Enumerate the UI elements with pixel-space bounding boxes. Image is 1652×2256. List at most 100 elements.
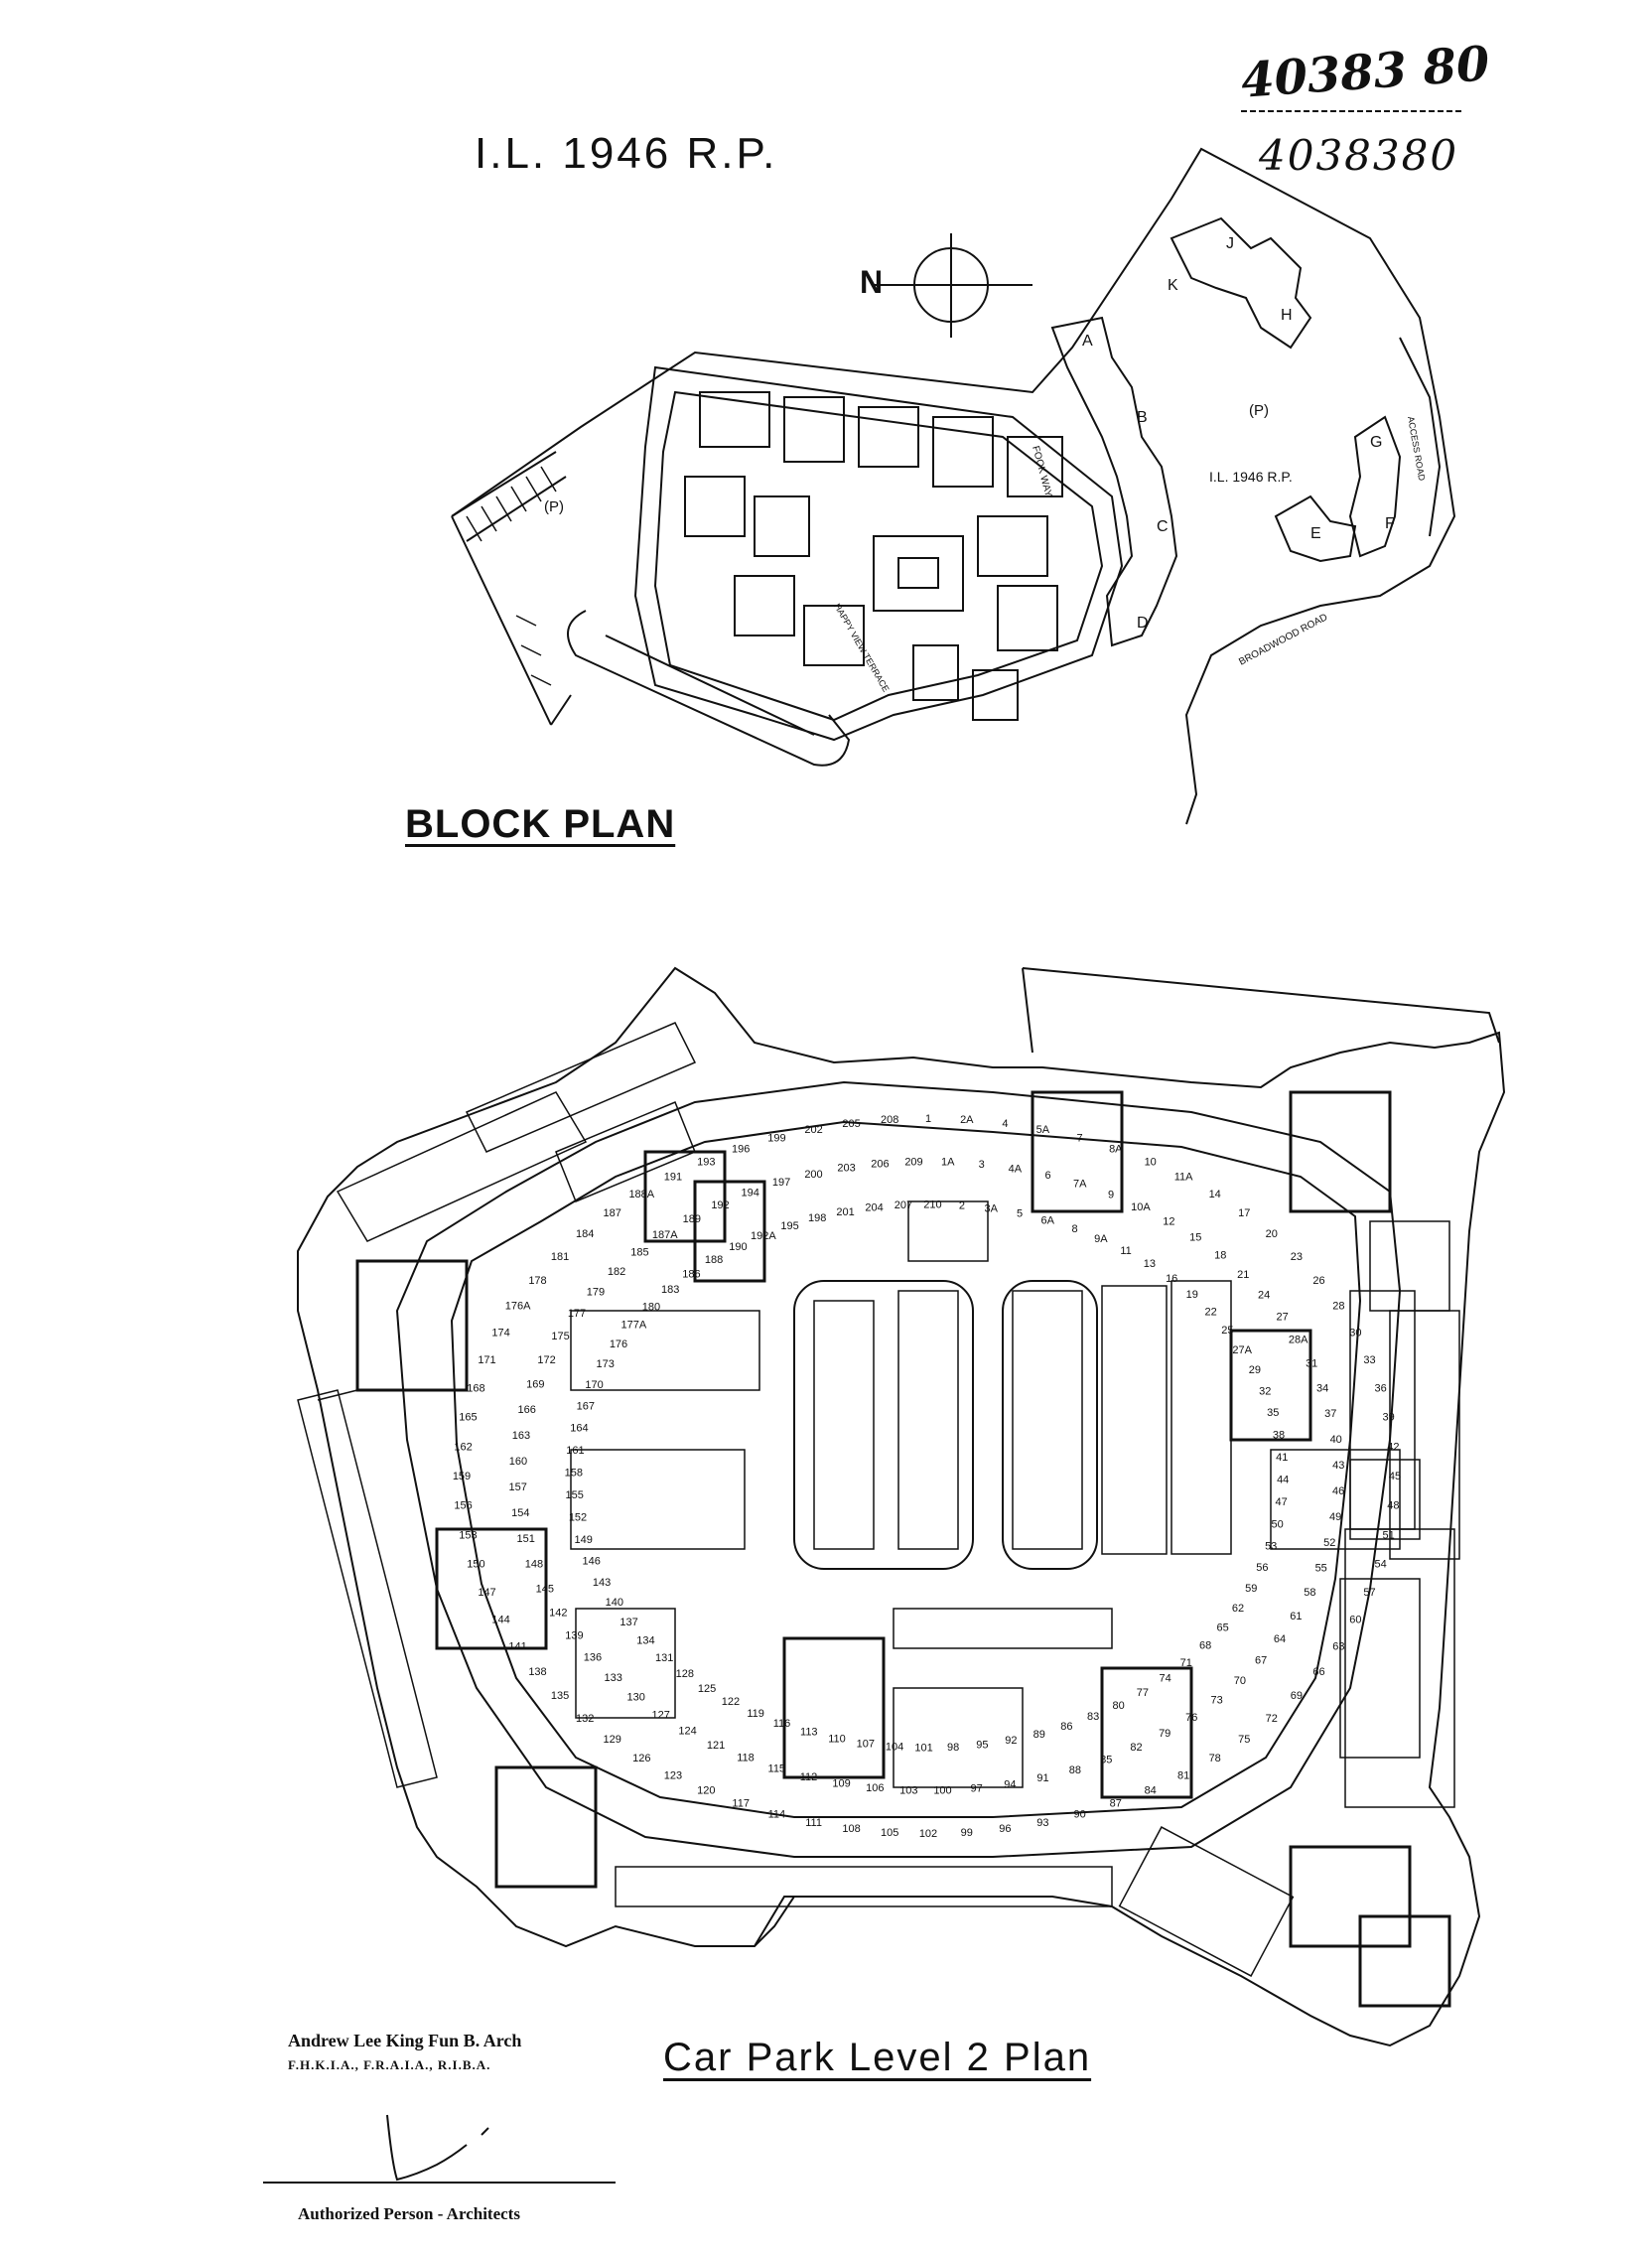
architect-qualifications: F.H.K.I.A., F.R.A.I.A., R.I.B.A. xyxy=(288,2057,491,2072)
bay-number: 116 xyxy=(773,1718,791,1730)
bay-number: 4 xyxy=(1002,1118,1008,1130)
bay-number: 32 xyxy=(1259,1385,1271,1397)
block-letter-a: A xyxy=(1082,333,1093,350)
cul-de-sac xyxy=(567,610,851,767)
bay-number: 112 xyxy=(800,1771,818,1783)
bay-number: 150 xyxy=(467,1558,484,1570)
bay-number: 208 xyxy=(881,1114,898,1126)
bay-number: 192A xyxy=(751,1230,776,1242)
bay-number: 74 xyxy=(1159,1673,1170,1685)
bay-number: 85 xyxy=(1100,1755,1112,1766)
island-2 xyxy=(1002,1280,1098,1570)
bay-number: 99 xyxy=(961,1827,973,1839)
bay-number: 136 xyxy=(584,1652,602,1664)
bay-number: 185 xyxy=(630,1247,648,1259)
bay-number: 12 xyxy=(1163,1215,1174,1227)
bay-number: 15 xyxy=(1189,1232,1201,1244)
bay-number: 21 xyxy=(1237,1269,1249,1281)
bay-number: 7 xyxy=(1077,1133,1083,1145)
bay-number: 205 xyxy=(842,1118,860,1130)
bay-number: 47 xyxy=(1275,1496,1287,1508)
bay-number: 159 xyxy=(453,1471,471,1482)
car-park-outer-boundary xyxy=(297,966,1506,2047)
bay-number: 51 xyxy=(1382,1529,1394,1541)
bay-number: 190 xyxy=(729,1241,747,1253)
bay-number: 22 xyxy=(1204,1307,1216,1319)
bay-number: 124 xyxy=(678,1726,696,1738)
block-letter-e: E xyxy=(1310,525,1321,542)
bay-number: 92 xyxy=(1005,1735,1017,1747)
bay-number: 63 xyxy=(1332,1640,1344,1652)
bay-number: 77 xyxy=(1137,1687,1149,1699)
bay-number: 5A xyxy=(1036,1124,1050,1136)
left-bay-column xyxy=(297,1389,438,1788)
bay-number: 191 xyxy=(664,1172,682,1184)
bay-number: 122 xyxy=(722,1696,740,1708)
bay-number: 195 xyxy=(780,1220,798,1232)
bay-number: 80 xyxy=(1112,1700,1124,1712)
bay-number: 137 xyxy=(620,1617,637,1628)
bay-number: 28 xyxy=(1332,1301,1344,1313)
bay-number: 3 xyxy=(979,1159,985,1171)
bay-number: 111 xyxy=(805,1817,822,1829)
block-letter-j: J xyxy=(1226,235,1234,252)
bay-number: 96 xyxy=(999,1823,1011,1835)
north-label: N xyxy=(860,264,883,300)
bay-number: 134 xyxy=(636,1634,654,1646)
bay-number: 54 xyxy=(1374,1558,1386,1570)
block-letter-k: K xyxy=(1168,277,1178,294)
bay-number: 71 xyxy=(1180,1657,1192,1669)
block-letter-f: F xyxy=(1385,515,1395,532)
bay-number: 140 xyxy=(606,1597,623,1609)
bay-number: 5 xyxy=(1017,1208,1023,1220)
parking-label-left: (P) xyxy=(544,498,564,515)
bay-number: 1A xyxy=(941,1157,955,1169)
block-letter-d: D xyxy=(1137,615,1149,632)
bay-number: 69 xyxy=(1291,1690,1303,1702)
bay-number: 156 xyxy=(454,1500,472,1512)
bay-number: 26 xyxy=(1312,1275,1324,1287)
bay-number: 199 xyxy=(767,1133,785,1145)
bay-number: 110 xyxy=(828,1733,846,1745)
bay-number: 186 xyxy=(682,1268,700,1280)
bay-number: 148 xyxy=(525,1559,543,1571)
bay-number: 161 xyxy=(566,1445,584,1457)
bay-number: 95 xyxy=(976,1739,988,1751)
bay-number: 118 xyxy=(737,1753,755,1764)
bottom-bay-row xyxy=(615,1826,1295,1977)
bay-number: 147 xyxy=(478,1587,495,1599)
bay-number: 105 xyxy=(881,1827,898,1839)
bay-number: 58 xyxy=(1304,1587,1315,1599)
bay-number: 117 xyxy=(732,1798,750,1810)
bay-number: 41 xyxy=(1276,1452,1288,1464)
bay-number: 57 xyxy=(1363,1587,1375,1599)
bay-number: 88 xyxy=(1069,1764,1081,1776)
bay-number: 2 xyxy=(959,1200,965,1212)
bay-number: 177A xyxy=(621,1320,647,1332)
bay-number: 87 xyxy=(1110,1798,1122,1810)
bay-number: 182 xyxy=(608,1266,625,1278)
bay-number: 36 xyxy=(1374,1383,1386,1395)
blocks-j-k-h xyxy=(1170,216,1312,350)
bay-number: 181 xyxy=(551,1251,569,1263)
bay-number: 102 xyxy=(919,1828,937,1840)
bay-number: 184 xyxy=(576,1228,594,1240)
bay-number: 151 xyxy=(517,1533,535,1545)
bay-number: 9A xyxy=(1094,1233,1108,1245)
right-bay-column xyxy=(1344,1290,1455,1808)
island-1 xyxy=(793,1280,974,1570)
bay-number: 35 xyxy=(1267,1407,1279,1419)
bay-number: 160 xyxy=(509,1456,527,1468)
bay-number: 9 xyxy=(1108,1189,1114,1200)
bay-number: 64 xyxy=(1274,1633,1286,1645)
bay-number: 126 xyxy=(632,1753,650,1764)
bay-number: 197 xyxy=(772,1177,790,1189)
bay-number-layer: 11A22A33A44A55A66A77A88A99A1010A1111A121… xyxy=(453,1113,1401,1840)
bay-number: 193 xyxy=(697,1156,715,1168)
parking-label-right: (P) xyxy=(1249,402,1269,419)
central-bay-rows xyxy=(570,1200,1460,1788)
bay-number: 50 xyxy=(1271,1518,1283,1530)
bay-number: 42 xyxy=(1387,1441,1399,1453)
bay-number: 97 xyxy=(970,1783,982,1795)
bay-number: 33 xyxy=(1363,1354,1375,1366)
